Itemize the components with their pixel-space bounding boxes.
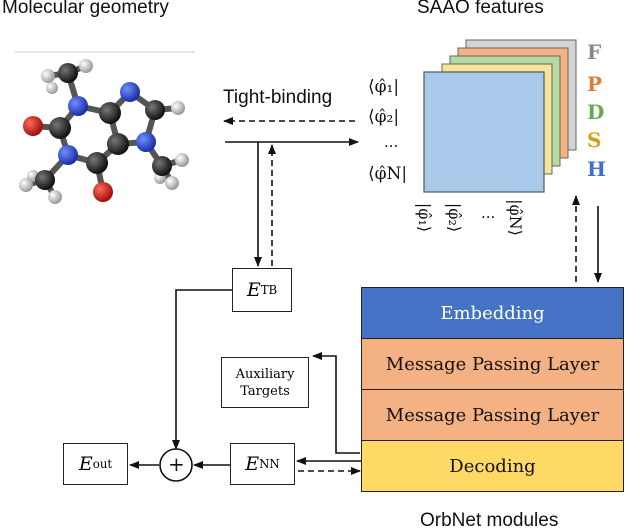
saao-feature-stack bbox=[423, 39, 577, 193]
auxiliary-targets-box: Auxiliary Targets bbox=[221, 357, 309, 408]
ket-phi-n: |φ̂N⟩ bbox=[505, 199, 525, 236]
bra-phi-2: ⟨φ̂₂| bbox=[368, 107, 400, 127]
feature-letter-h: H bbox=[587, 157, 606, 181]
feature-letter-p: P bbox=[587, 72, 603, 96]
feature-letter-s: S bbox=[587, 128, 602, 152]
arrow-to-auxiliary bbox=[312, 352, 360, 454]
bra-dots: ... bbox=[384, 133, 399, 151]
ket-phi-1: |φ̂₁⟩ bbox=[415, 202, 435, 233]
saao-features-label: SAAO features bbox=[417, 0, 544, 18]
embedding-module: Embedding bbox=[361, 287, 624, 339]
feature-letter-f: F bbox=[587, 40, 602, 64]
molecular-geometry-label: Molecular geometry bbox=[2, 0, 169, 18]
message-passing-module-2: Message Passing Layer bbox=[361, 389, 624, 441]
ket-dots: ... bbox=[481, 204, 496, 222]
orbnet-modules-label: OrbNet modules bbox=[420, 510, 559, 531]
ket-phi-2: |φ̂₂⟩ bbox=[445, 202, 465, 233]
tight-binding-label: Tight-binding bbox=[223, 87, 333, 108]
molecule-image bbox=[19, 59, 189, 204]
sum-symbol: + bbox=[168, 452, 185, 476]
auxiliary-line-1: Auxiliary bbox=[235, 366, 295, 382]
arrow-etb-to-plus bbox=[172, 289, 232, 450]
feature-letter-d: D bbox=[587, 100, 605, 124]
bra-phi-1: ⟨φ̂₁| bbox=[368, 77, 400, 97]
saao-matrix bbox=[423, 71, 545, 193]
message-passing-module-1: Message Passing Layer bbox=[361, 338, 624, 390]
bra-phi-n: ⟨φ̂N| bbox=[368, 164, 408, 184]
decoding-module: Decoding bbox=[361, 440, 624, 492]
sum-node bbox=[159, 448, 193, 482]
auxiliary-line-2: Targets bbox=[240, 383, 290, 399]
